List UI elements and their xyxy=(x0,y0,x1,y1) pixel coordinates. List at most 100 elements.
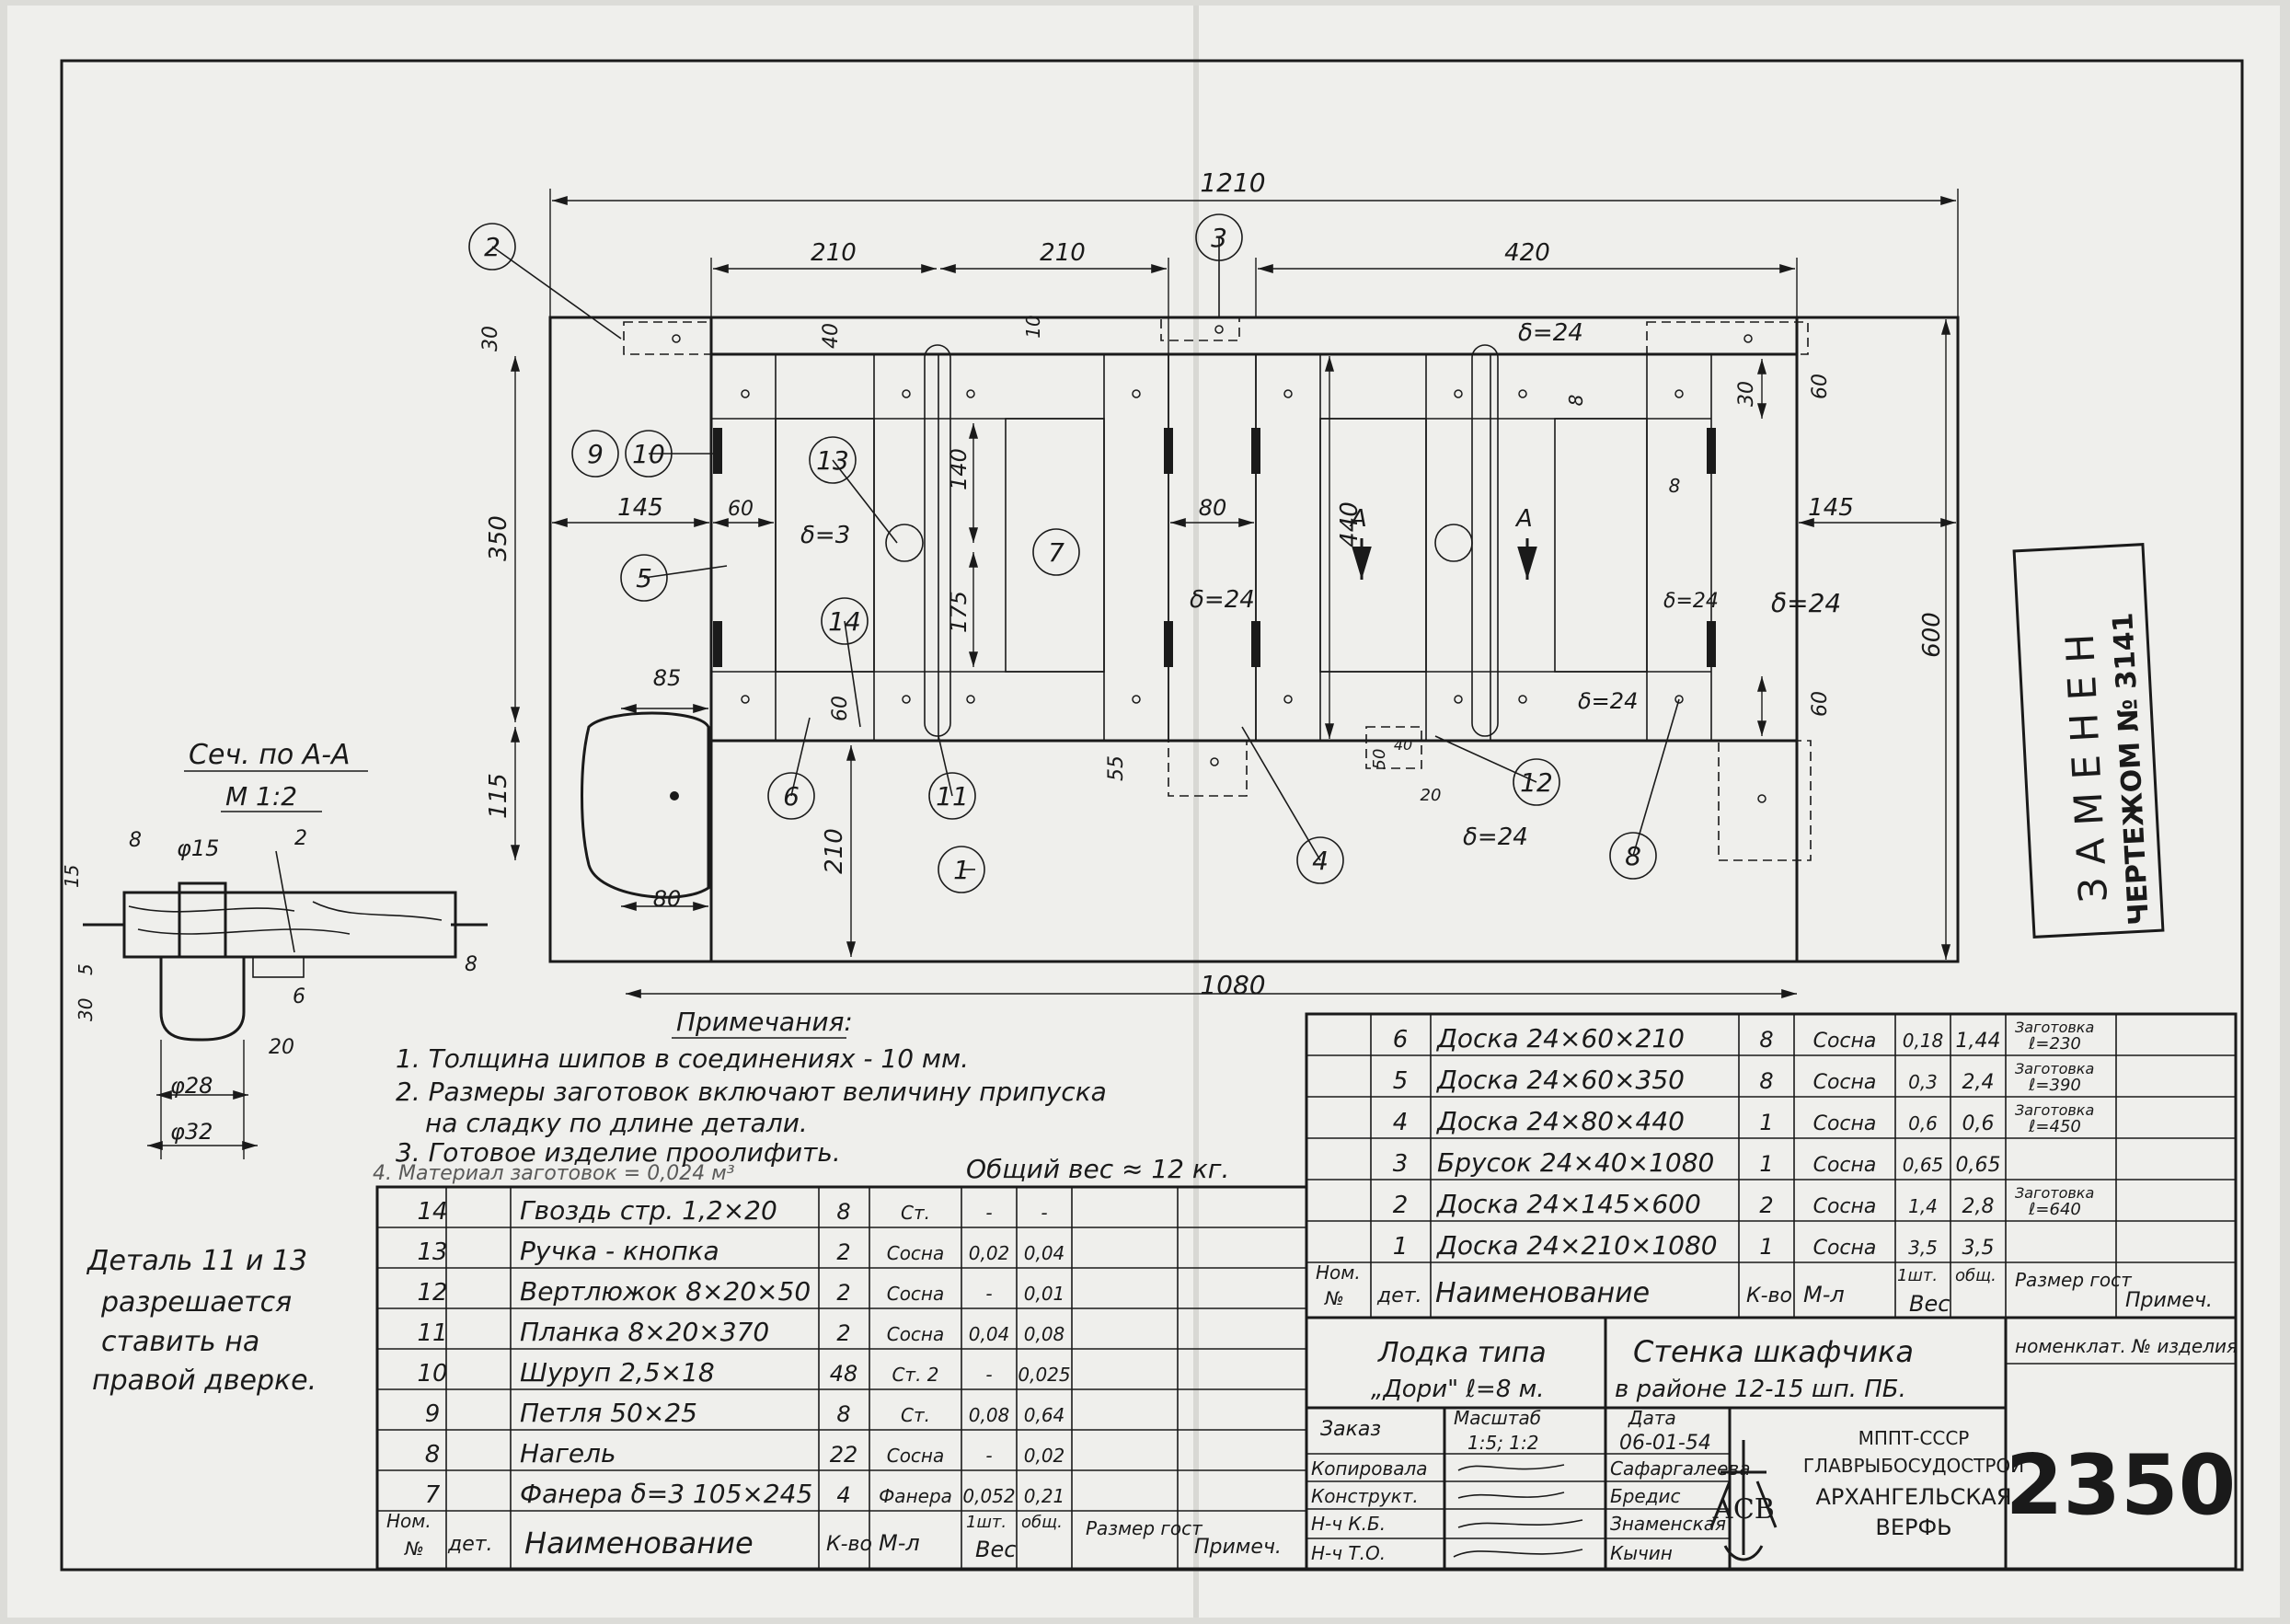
part-weight-total: 1,44 xyxy=(1956,1030,2001,1053)
part-weight-total: 0,21 xyxy=(1024,1485,1065,1507)
callout-label: 6 xyxy=(783,781,800,812)
part-qty: 2 xyxy=(836,1280,850,1306)
lt-h-w2: общ. xyxy=(1021,1513,1063,1532)
part-number: 12 xyxy=(417,1279,447,1307)
dim-left-80: 80 xyxy=(653,886,682,912)
callout-label: 7 xyxy=(1048,537,1064,568)
callout-label: 13 xyxy=(816,445,849,476)
section-n2: 2 xyxy=(294,827,307,850)
section-n20: 20 xyxy=(269,1036,294,1059)
rt-h-size: Размер гост xyxy=(2015,1269,2133,1291)
part-material: Ст. xyxy=(901,1202,930,1224)
part-qty: 1 xyxy=(1759,1110,1773,1135)
dim-height-440: 440 xyxy=(1336,501,1364,547)
callout-label: 10 xyxy=(632,439,665,469)
part-weight-total: 0,08 xyxy=(1024,1323,1065,1345)
part-name: Гвоздь стр. 1,2×20 xyxy=(520,1195,777,1226)
part-material: Сосна xyxy=(887,1445,945,1467)
lt-h-qty: К-во xyxy=(826,1533,872,1556)
signatures xyxy=(1453,1464,1583,1558)
part-weight-each: 0,65 xyxy=(1903,1154,1944,1176)
callout-circle xyxy=(1195,213,1243,261)
dim-left-85: 85 xyxy=(653,665,682,691)
part-weight-each: 3,5 xyxy=(1908,1237,1938,1259)
dim-top-8: 8 xyxy=(1565,395,1587,407)
part-number: 4 xyxy=(1393,1109,1409,1136)
section-d28: φ28 xyxy=(170,1073,213,1099)
note-crossed: 4. Материал заготовок = 0,024 м³ xyxy=(373,1162,735,1185)
part-name: Нагель xyxy=(520,1438,616,1469)
dim-right-145: 145 xyxy=(1808,494,1854,522)
part-material: Сосна xyxy=(1813,1154,1877,1177)
callout-leader xyxy=(1632,698,1680,857)
lt-h-note: Примеч. xyxy=(1194,1536,1282,1559)
dim-height-210: 210 xyxy=(821,828,848,874)
org-4: ВЕРФЬ xyxy=(1875,1515,1951,1540)
date-value: 06-01-54 xyxy=(1619,1432,1711,1455)
dim-right-60-top: 60 xyxy=(1809,374,1832,399)
part-weight-each: 0,02 xyxy=(969,1242,1010,1264)
dim-height-175: 175 xyxy=(946,591,972,633)
part-weight-each: 0,6 xyxy=(1908,1112,1938,1134)
part-material: Сосна xyxy=(1813,1237,1877,1260)
part-name: Петля 50×25 xyxy=(520,1398,697,1428)
side-note: Деталь 11 и 13 разрешается ставить на пр… xyxy=(86,1245,316,1397)
title-block: Лодка типа „Дори" ℓ=8 м. Стенка шкафчика… xyxy=(1305,1316,2238,1571)
lt-h-name: Наименование xyxy=(524,1526,754,1561)
lt-h-det: дет. xyxy=(447,1533,493,1556)
part-material: Сосна xyxy=(887,1242,945,1264)
logo-text: АСВ xyxy=(1712,1493,1775,1526)
section-n15: 15 xyxy=(61,865,83,888)
dim-w-20: 20 xyxy=(1421,786,1442,805)
part-region: в районе 12-15 шп. ПБ. xyxy=(1615,1376,1906,1403)
part-name: Вертлюжок 8×20×50 xyxy=(520,1276,811,1307)
dim-h-40: 40 xyxy=(1394,736,1412,754)
part-number: 9 xyxy=(425,1400,441,1428)
callout-label: 11 xyxy=(936,781,969,812)
thickness-plywood: δ=3 xyxy=(800,522,850,549)
part-material: Сосна xyxy=(1813,1071,1877,1094)
part-qty: 22 xyxy=(830,1442,858,1468)
section-n8b: 8 xyxy=(465,953,478,976)
part-blank-label: Заготовка xyxy=(2015,1101,2094,1119)
part-material: Ст. xyxy=(901,1404,930,1426)
section-n5: 5 xyxy=(75,963,97,975)
dim-overall-width: 1210 xyxy=(1200,167,1265,198)
notes-title: Примечания: xyxy=(676,1007,853,1037)
part-qty: 48 xyxy=(830,1361,858,1387)
note-3: 3. Готовое изделие проолифить. xyxy=(396,1137,841,1168)
role-to-head: Н-ч Т.О. xyxy=(1311,1542,1386,1564)
rt-h-w2: общ. xyxy=(1955,1266,1997,1285)
part-material: Ст. 2 xyxy=(892,1364,938,1386)
rt-h-det: дет. xyxy=(1376,1284,1422,1307)
callout-label: 8 xyxy=(1625,841,1641,871)
callout-circle xyxy=(938,846,985,893)
part-weight-each: 0,052 xyxy=(962,1485,1015,1507)
name-1: Сафаргалеева xyxy=(1610,1457,1750,1480)
part-weight-each: 0,3 xyxy=(1908,1071,1938,1093)
callout-circle xyxy=(1513,758,1560,806)
dim-mid-80: 80 xyxy=(1199,495,1227,521)
dim-right-8: 8 xyxy=(1669,475,1681,497)
callout-circle xyxy=(1032,528,1080,576)
part-weight-total: 2,4 xyxy=(1962,1071,1995,1094)
part-name: Фанера δ=3 105×245 xyxy=(520,1479,812,1509)
dim-bottom-width: 1080 xyxy=(1200,970,1265,1000)
drawing-number: 2350 xyxy=(2006,1437,2237,1534)
boat-name: „Дори" ℓ=8 м. xyxy=(1371,1376,1545,1403)
callout-circle xyxy=(928,772,976,820)
section-n6: 6 xyxy=(293,985,305,1008)
dim-h-50: 50 xyxy=(1370,749,1389,770)
part-weight-total: 0,65 xyxy=(1956,1154,2001,1177)
dimension-lines xyxy=(510,189,1959,999)
callout-circle xyxy=(620,554,668,602)
thickness-bottom: δ=24 xyxy=(1463,824,1528,851)
part-number: 10 xyxy=(417,1360,447,1388)
role-kb-head: Н-ч К.Б. xyxy=(1311,1513,1386,1535)
part-weight-total: 0,6 xyxy=(1962,1112,1995,1135)
thickness-lower: δ=24 xyxy=(1578,688,1638,714)
part-number: 6 xyxy=(1393,1026,1409,1054)
